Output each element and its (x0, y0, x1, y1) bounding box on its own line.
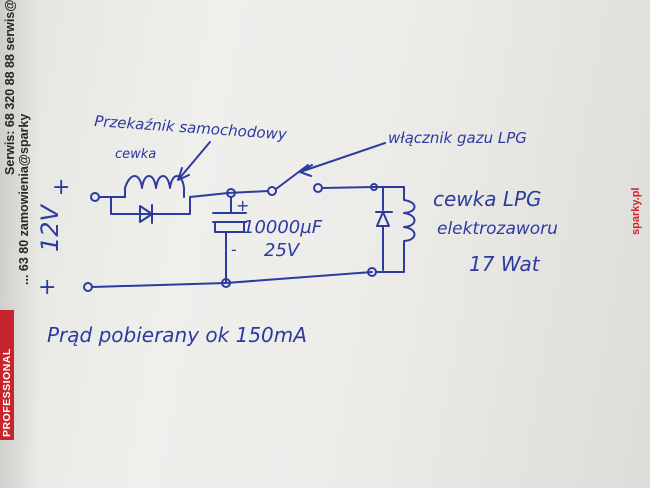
valve-label-line-2: elektrozaworu (437, 219, 558, 239)
terminal-plus-bottom (83, 282, 93, 292)
capacitor-minus-mark: - (231, 240, 237, 259)
switch-label: włącznik gazu LPG (388, 129, 527, 147)
valve-label-line-3: 17 Wat (469, 252, 540, 276)
node-valve-top (370, 183, 378, 191)
node-capacitor-bottom (221, 278, 231, 288)
supply-voltage-label: 12V (36, 205, 64, 252)
flyback-diode-icon (375, 186, 393, 271)
terminal-plus-top (90, 192, 100, 202)
switch-contact-left (267, 186, 277, 196)
relay-label-arrow (177, 141, 211, 181)
printed-stamp-left: Serwis: 68 320 88 88 serwis@sparky.pl ..… (0, 0, 32, 488)
switch-lever (275, 164, 309, 190)
relay-diode-icon (139, 204, 153, 224)
switch-contact-right (313, 183, 323, 193)
relay-body (110, 196, 191, 215)
coil-label: cewka (115, 147, 157, 162)
wire-switch-to-valve (321, 186, 405, 189)
capacitor-plus-mark: + (236, 196, 250, 215)
current-note: Prąd pobierany ok 150mA (47, 323, 307, 347)
plus-sign-top: + (52, 175, 71, 200)
solenoid-coil-symbol (375, 186, 416, 273)
plus-sign-bottom: + (38, 275, 57, 300)
relay-coil-symbol (124, 175, 185, 198)
valve-label-line-1: cewka LPG (433, 187, 542, 211)
node-valve-bottom (367, 267, 377, 277)
capacitor-voltage-label: 25V (264, 240, 300, 261)
stamp-brand-banner (0, 310, 14, 440)
capacitor-value-label: 10000µF (243, 217, 323, 238)
wire-bottom-rail (91, 271, 373, 288)
switch-label-arrow (299, 142, 386, 177)
capacitor-symbol (212, 212, 247, 233)
